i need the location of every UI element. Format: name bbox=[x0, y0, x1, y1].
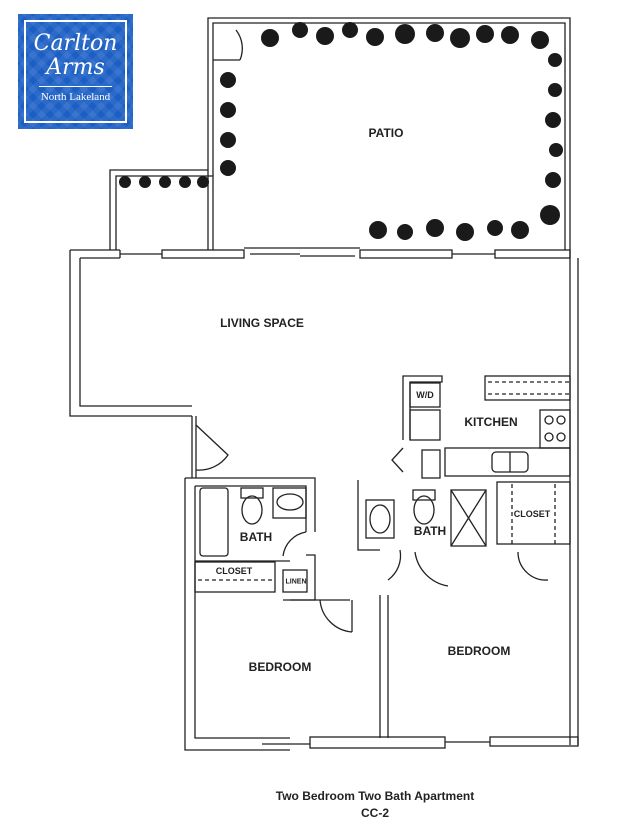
closet-2 bbox=[496, 481, 571, 545]
logo-line-3: North Lakeland bbox=[40, 91, 111, 103]
logo-frame: Carlton Arms North Lakeland bbox=[24, 20, 127, 123]
bath-2-fixtures bbox=[357, 480, 571, 587]
washer-dryer-label: W/D bbox=[416, 390, 434, 400]
kitchen-walls bbox=[391, 375, 571, 479]
bath-2-sink bbox=[369, 504, 391, 534]
toilet-1 bbox=[241, 495, 263, 525]
exterior-walls bbox=[69, 247, 579, 751]
linen-closet-label: LINEN bbox=[285, 578, 307, 586]
plan-code: CC-2 bbox=[360, 806, 389, 820]
stove bbox=[539, 409, 571, 449]
interior-walls bbox=[290, 595, 389, 738]
logo-divider bbox=[38, 86, 113, 87]
carlton-arms-logo: Carlton Arms North Lakeland bbox=[18, 14, 133, 129]
bathtub bbox=[199, 487, 229, 557]
patio-label: PATIO bbox=[368, 126, 404, 140]
logo-line-1: Carlton bbox=[33, 31, 118, 56]
living-space-label: LIVING SPACE bbox=[220, 316, 304, 330]
bath-1-sink bbox=[276, 493, 304, 511]
bath-2-label: BATH bbox=[413, 524, 447, 538]
kitchen-label: KITCHEN bbox=[464, 415, 518, 429]
bath-1-label: BATH bbox=[239, 530, 273, 544]
bedroom-2-label: BEDROOM bbox=[447, 644, 511, 658]
toilet-2 bbox=[413, 495, 435, 525]
shrubbery-icon bbox=[119, 22, 563, 241]
washer-dryer bbox=[409, 382, 441, 408]
shower bbox=[450, 489, 487, 547]
patio-walls bbox=[109, 17, 571, 250]
plan-title: Two Bedroom Two Bath Apartment bbox=[275, 789, 475, 803]
bedroom-1-label: BEDROOM bbox=[248, 660, 312, 674]
plan-caption: Two Bedroom Two Bath Apartment CC-2 bbox=[0, 788, 632, 822]
logo-line-2: Arms bbox=[46, 55, 105, 80]
closet-2-label: CLOSET bbox=[513, 509, 551, 519]
closet-1-label: CLOSET bbox=[215, 566, 253, 576]
